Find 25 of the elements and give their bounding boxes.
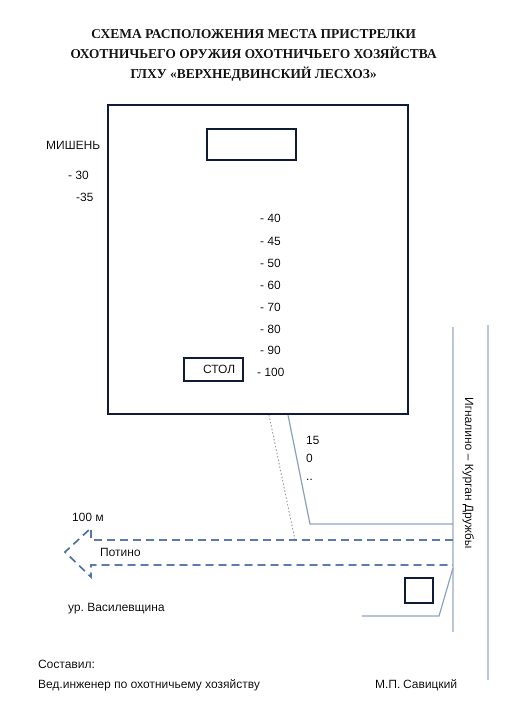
place-name: ур. Василевщина <box>68 600 165 614</box>
distance-mark: - 100 <box>257 365 284 379</box>
signature-name: Савицкий <box>403 677 458 691</box>
distance-mark: - 45 <box>260 234 281 248</box>
distance-mark: -35 <box>76 190 94 204</box>
place-name: Потино <box>100 545 141 559</box>
square-box <box>404 577 434 604</box>
job-title: Вед.инженер по охотничьему хозяйству <box>38 677 260 691</box>
distance-mark: - 90 <box>260 343 281 357</box>
table-box: СТОЛ <box>183 357 244 382</box>
seal-mark: М.П. <box>375 677 400 691</box>
target-label: МИШЕНЬ <box>46 138 100 152</box>
signature-label: Составил: <box>38 657 95 671</box>
distance-mark: - 50 <box>260 256 281 270</box>
road-name: Игналино – Курган Дружбы <box>462 397 476 548</box>
target-box <box>206 128 297 161</box>
distance-mark: - 60 <box>260 278 281 292</box>
distance-mark: - 30 <box>68 168 89 182</box>
title: СХЕМА РАСПОЛОЖЕНИЯ МЕСТА ПРИСТРЕЛКИ ОХОТНИЧЬЕГО ОРУЖИЯ ОХОТНИЧЬЕГО ХОЗЯЙСТВА ГЛХУ «ВЕРХНЕДВИНСКИЙ ЛЕСХОЗ» <box>69 25 438 83</box>
distance-mark: - 40 <box>260 211 281 225</box>
shooting-range-area <box>107 104 409 415</box>
distance-mark: - 80 <box>260 322 281 336</box>
distance-mark: - 70 <box>260 300 281 314</box>
distance-label: 100 м <box>72 510 104 524</box>
distance-label: 15 0 .. <box>306 432 320 485</box>
